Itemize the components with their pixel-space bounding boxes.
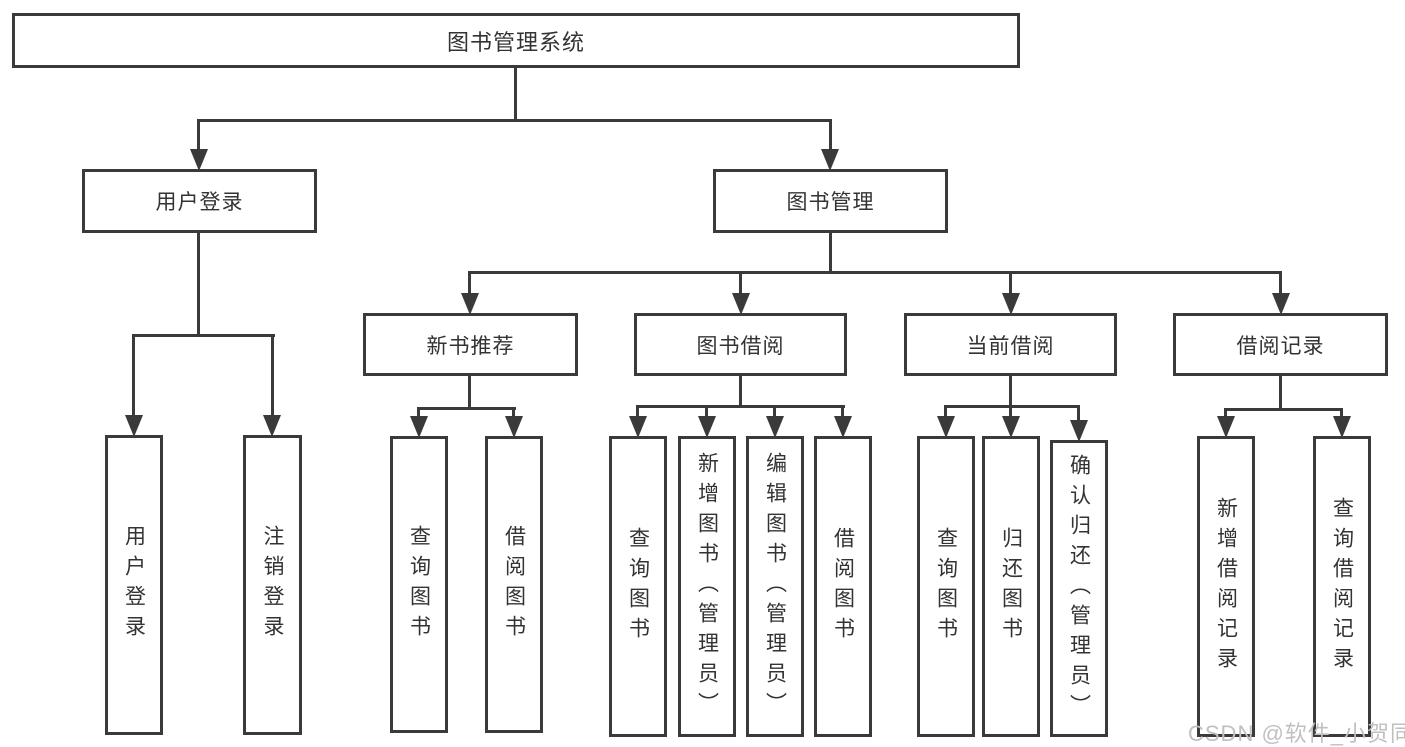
connector-book-mgmt-drop [829,119,832,152]
connector-login-branch [133,334,275,337]
node-return-books: 归还图书 [982,436,1040,737]
node-confirm-return-admin: 确认归还（管理员） [1050,440,1108,737]
node-label: 用户登录 [122,525,146,645]
node-query-borrow-record: 查询借阅记录 [1313,436,1371,737]
arrow-down-icon [125,415,143,437]
node-label: 注销登录 [261,525,284,645]
node-query-books-current: 查询图书 [917,436,975,737]
arrow-down-icon [937,416,955,438]
arrow-down-icon [1070,420,1088,442]
node-label: 新增图书（管理员） [695,451,719,722]
connector-groupB-drop [705,405,708,418]
node-label: 借阅图书 [831,526,855,647]
node-user-login: 用户登录 [82,169,317,233]
connector-groupC-branch [945,405,1080,408]
arrow-down-icon [766,416,784,438]
node-book-borrow: 图书借阅 [634,313,847,376]
node-book-management-system: 图书管理系统 [12,13,1020,68]
node-label: 查询借阅记录 [1330,496,1354,677]
node-query-books-borrow: 查询图书 [609,436,667,737]
connector-groupD-stem [1279,376,1282,410]
node-label: 确认归还（管理员） [1067,453,1091,724]
node-label: 新增借阅记录 [1214,496,1238,677]
connector-current-drop [1009,271,1012,295]
node-current-borrow: 当前借阅 [904,313,1117,376]
connector-groupB-drop [636,405,639,418]
connector-groupB-drop [773,405,776,418]
connector-groupB-branch [637,405,845,408]
connector-groupD-drop [1340,408,1343,418]
node-label: 图书借阅 [696,334,785,358]
node-label: 编辑图书（管理员） [763,451,787,722]
connector-borrow-drop [739,271,742,295]
connector-groupC-stem [1009,376,1012,407]
connector-groupB-stem [739,376,742,407]
node-user-login-action: 用户登录 [105,435,163,735]
node-borrow-books-borrow: 借阅图书 [814,436,872,737]
node-label: 用户登录 [155,191,244,214]
connector-groupA-stem [468,376,471,409]
watermark-text: CSDN @软件_小贺同学 [1188,721,1405,746]
connector-root-branch [198,119,832,122]
node-label: 图书管理系统 [446,29,585,55]
node-logout: 注销登录 [243,435,302,735]
connector-mgmt-branch [469,271,1282,274]
connector-groupC-drop [1009,405,1012,418]
connector-groupC-drop [1077,405,1080,422]
node-borrow-books-newbook: 借阅图书 [485,436,543,733]
connector-groupD-drop [1224,408,1227,418]
node-book-management: 图书管理 [713,169,948,233]
arrow-down-icon [1002,293,1020,315]
connector-groupA-drop [417,407,420,418]
arrow-down-icon [732,293,750,315]
arrow-down-icon [629,416,647,438]
arrow-down-icon [698,416,716,438]
node-edit-books-admin: 编辑图书（管理员） [746,436,804,737]
arrow-down-icon [1272,293,1290,315]
arrow-down-icon [190,149,208,171]
node-borrow-records: 借阅记录 [1173,313,1388,376]
connector-groupA-branch [418,407,516,410]
connector-groupA-drop [512,407,515,418]
connector-records-drop [1279,271,1282,295]
node-label: 归还图书 [999,526,1023,647]
arrow-down-icon [1217,416,1235,438]
connector-login-leaf-drop [132,334,135,418]
connector-newbook-drop [468,271,471,295]
connector-mgmt-stem [829,233,832,274]
node-label: 查询图书 [934,526,958,647]
node-label: 新书推荐 [426,334,515,358]
node-label: 借阅记录 [1236,334,1325,358]
arrow-down-icon [505,416,523,438]
arrow-down-icon [821,149,839,171]
arrow-down-icon [834,416,852,438]
arrow-down-icon [410,416,428,438]
node-new-book-recommend: 新书推荐 [363,313,578,376]
arrow-down-icon [1002,416,1020,438]
node-label: 借阅图书 [502,524,526,645]
connector-root-stem [514,68,517,121]
connector-login-stem [197,233,200,336]
node-query-books-newbook: 查询图书 [390,436,448,733]
arrow-down-icon [461,293,479,315]
connector-user-login-drop [197,119,200,152]
node-add-borrow-record: 新增借阅记录 [1197,436,1255,737]
node-label: 图书管理 [786,191,875,214]
node-add-books-admin: 新增图书（管理员） [678,436,736,737]
connector-groupB-drop [841,405,844,418]
arrow-down-icon [263,415,281,437]
node-label: 查询图书 [626,526,650,647]
node-label: 查询图书 [407,524,431,645]
connector-groupD-branch [1225,408,1343,411]
arrow-down-icon [1333,416,1351,438]
node-label: 当前借阅 [966,334,1055,358]
connector-logout-leaf-drop [271,334,274,418]
connector-groupC-drop [944,405,947,418]
